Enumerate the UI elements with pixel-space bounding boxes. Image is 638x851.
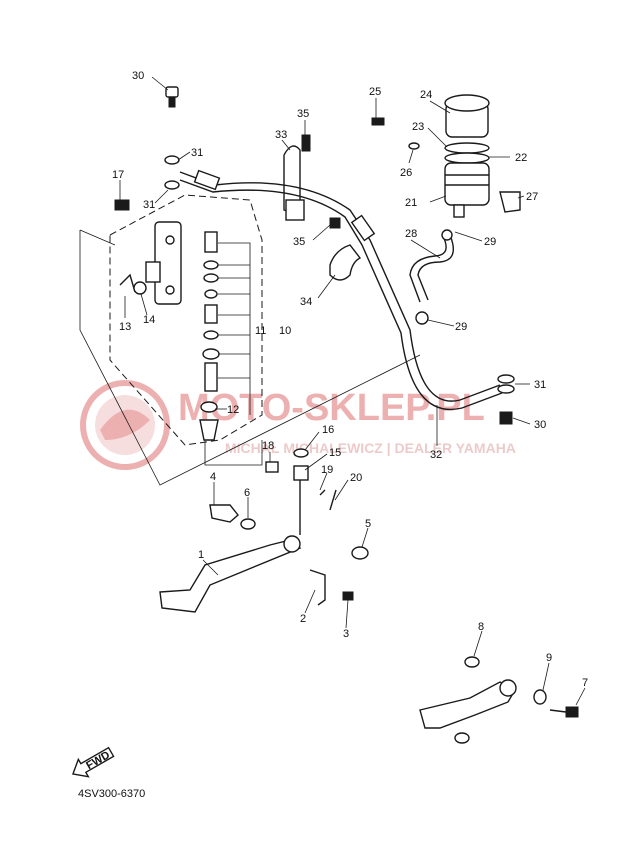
callout-19: 19	[321, 464, 333, 476]
reservoir-hose-28	[409, 234, 454, 303]
callout-4: 4	[210, 471, 216, 483]
callout-31-a: 31	[191, 147, 203, 159]
fwd-arrow-icon: FWD	[72, 746, 115, 778]
callout-2: 2	[300, 613, 306, 625]
callout-18: 18	[262, 440, 274, 452]
callout-11: 11	[255, 325, 266, 337]
callout-34: 34	[300, 296, 312, 308]
callout-35-top: 35	[297, 108, 309, 120]
callout-29-bottom: 29	[455, 321, 467, 333]
callout-12: 12	[227, 404, 239, 416]
callout-20: 20	[350, 472, 362, 484]
callout-23: 23	[412, 121, 424, 133]
callout-33: 33	[275, 129, 287, 141]
callout-21: 21	[405, 197, 417, 209]
callout-31-right: 31	[534, 379, 546, 391]
callout-28: 28	[405, 228, 417, 240]
leader-lines	[119, 76, 586, 706]
callout-16: 16	[322, 424, 334, 436]
callout-31-b: 31	[143, 199, 155, 211]
fwd-label: FWD	[84, 749, 112, 772]
callout-1: 1	[198, 549, 204, 561]
callout-22: 22	[515, 152, 527, 164]
callout-17: 17	[112, 169, 124, 181]
piston-kit-stack	[199, 231, 220, 441]
callout-35-bottom: 35	[293, 236, 305, 248]
hose-clamp-33	[283, 134, 341, 229]
banjo-bolt-top	[164, 86, 180, 190]
callout-labels: 30 31 31 17 13 14 11 10 12 33 35 35 34 2…	[112, 70, 588, 689]
shift-pedal	[419, 656, 579, 744]
callout-9: 9	[546, 652, 552, 664]
hose-guide-34	[329, 244, 362, 281]
callout-10: 10	[279, 325, 291, 337]
callout-8: 8	[478, 621, 484, 633]
callout-13: 13	[119, 321, 131, 333]
outer-frame-line	[79, 230, 421, 486]
callout-30-right: 30	[534, 419, 546, 431]
callout-6: 6	[244, 487, 250, 499]
callout-14: 14	[143, 314, 155, 326]
callout-25: 25	[369, 86, 381, 98]
reservoir-tank	[371, 94, 521, 218]
master-cylinder-body	[114, 199, 182, 305]
master-cylinder-exploded-frame	[109, 194, 263, 446]
callout-26: 26	[400, 167, 412, 179]
callout-32: 32	[430, 449, 442, 461]
callout-24: 24	[420, 89, 432, 101]
callout-7: 7	[582, 677, 588, 689]
callout-3: 3	[343, 628, 349, 640]
callout-29-top: 29	[484, 236, 496, 248]
callout-15: 15	[329, 447, 341, 459]
brake-hose	[179, 169, 515, 425]
diagram-code: 4SV300-6370	[78, 788, 146, 800]
brake-pedal	[159, 448, 369, 613]
callout-5: 5	[365, 518, 371, 530]
callout-30-top: 30	[132, 70, 144, 82]
callout-27: 27	[526, 191, 538, 203]
